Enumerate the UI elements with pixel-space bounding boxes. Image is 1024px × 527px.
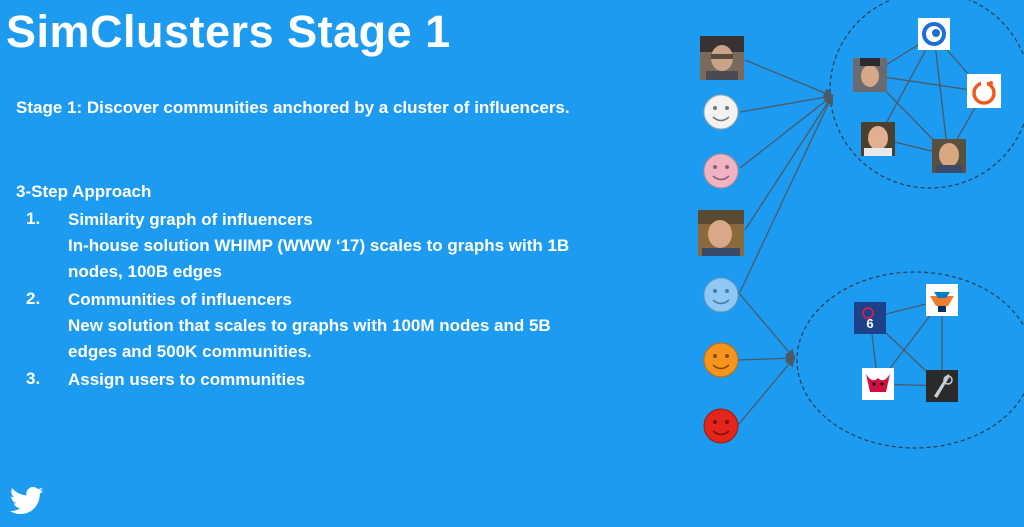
smiley-orange <box>703 342 739 378</box>
user-avatar-photo-1 <box>700 36 744 80</box>
slide-title: SimClusters Stage 1 <box>6 6 451 57</box>
stage-intro: Stage 1: Discover communities anchored b… <box>16 98 570 117</box>
tech-photo-b <box>861 122 895 156</box>
step-title: Assign users to communities <box>68 370 306 389</box>
tech-photo-c <box>932 139 966 173</box>
thunder-logo-icon <box>926 284 958 316</box>
user-avatar-photo-2 <box>698 210 744 256</box>
sixers-logo-icon: 6 <box>854 302 886 334</box>
step-item-2: 2. Communities of influencers New soluti… <box>16 287 586 365</box>
approach-heading: 3-Step Approach <box>16 182 152 201</box>
smiley-light-blue <box>703 277 739 313</box>
smiley-red <box>703 408 739 444</box>
twitter-bird-icon <box>9 486 44 521</box>
step-item-3: 3. Assign users to communities <box>16 367 586 393</box>
logo-orange-ring-icon <box>967 74 1001 108</box>
step-item-1: 1. Similarity graph of influencers In-ho… <box>16 207 586 285</box>
step-detail: In-house solution WHIMP (WWW ‘17) scales… <box>68 236 570 281</box>
sports-cluster-boundary <box>796 271 1024 449</box>
step-detail: New solution that scales to graphs with … <box>68 316 551 361</box>
community-diagram: 6 <box>690 0 1024 527</box>
step-title: Similarity graph of influencers <box>68 210 313 229</box>
step-number: 1. <box>26 209 41 228</box>
approach-steps: 1. Similarity graph of influencers In-ho… <box>16 207 586 393</box>
bulls-logo-icon <box>862 368 894 400</box>
sixers-logo-text: 6 <box>866 316 873 331</box>
tech-photo-a <box>853 58 887 92</box>
step-title: Communities of influencers <box>68 290 292 309</box>
smiley-pink <box>703 153 739 189</box>
user-to-cluster-edges <box>737 59 834 426</box>
approach-section: 3-Step Approach 1. Similarity graph of i… <box>16 180 586 395</box>
step-number: 3. <box>26 369 41 388</box>
step-number: 2. <box>26 289 41 308</box>
spurs-logo-icon <box>926 370 958 402</box>
smiley-white <box>703 94 739 130</box>
logo-blue-swirl-icon <box>918 18 950 50</box>
